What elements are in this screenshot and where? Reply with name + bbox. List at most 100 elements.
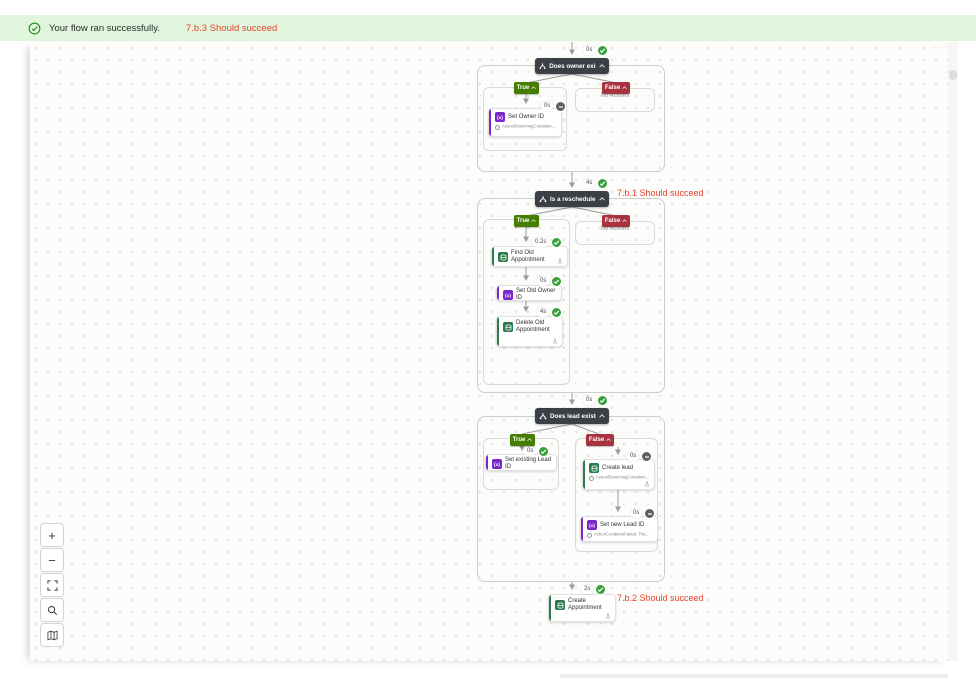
dataverse-icon <box>555 600 565 610</box>
false-chip[interactable]: False <box>586 434 614 446</box>
action-title: Create lead <box>602 464 634 471</box>
action-card-create-appointment[interactable]: Create Appointment <box>548 594 616 622</box>
chevron-up-icon <box>622 86 627 90</box>
canvas-toolbar: + − <box>40 523 64 648</box>
duration-label: 0s <box>627 452 640 461</box>
fit-view-button[interactable] <box>40 573 64 597</box>
connector-accent <box>581 517 583 541</box>
duration-label: 0s <box>630 509 643 518</box>
chevron-up-icon <box>622 219 627 223</box>
chevron-up-icon <box>606 438 611 442</box>
flow-canvas[interactable]: 0s Does owner exist No Actions True Fals… <box>30 42 948 661</box>
skipped-icon <box>641 451 653 462</box>
status-badge: 0s <box>583 395 609 406</box>
chevron-up-icon[interactable] <box>599 414 605 418</box>
status-badge: 4s <box>583 178 609 189</box>
duration-label: 0s <box>537 277 550 286</box>
horizontal-scrollbar-thumb[interactable] <box>560 674 948 678</box>
variables-icon: {x} <box>587 520 597 530</box>
status-badge: 0s <box>627 451 653 462</box>
succeeded-icon <box>538 446 550 457</box>
action-title: Set new Lead ID <box>600 521 645 528</box>
succeeded-icon <box>597 395 609 406</box>
dataverse-icon <box>589 463 599 473</box>
minimap-button[interactable] <box>40 623 64 647</box>
duration-label: 0s <box>541 102 554 111</box>
status-badge: 0s <box>537 276 563 287</box>
duration-label: 2s <box>581 585 594 594</box>
succeeded-icon <box>551 237 563 248</box>
action-card-create-lead[interactable]: Create lead ActionBranchingCondition... <box>582 459 655 490</box>
variables-icon: {x} <box>492 459 502 469</box>
flask-icon <box>553 338 557 344</box>
duration-label: 0.2s <box>532 238 550 247</box>
skipped-icon <box>644 508 656 519</box>
chevron-up-icon <box>531 219 537 223</box>
status-badge: 0.2s <box>532 237 563 248</box>
action-title: Delete Old Appointment <box>516 320 550 333</box>
condition-icon <box>539 63 546 69</box>
variables-icon: {x} <box>495 112 505 122</box>
flask-icon <box>558 258 562 264</box>
action-card-find-old-appointment[interactable]: Find Old Appointment <box>491 246 568 267</box>
condition-header-does-owner-exist[interactable]: Does owner exist <box>535 58 609 74</box>
true-chip[interactable]: True <box>514 215 539 227</box>
connector-accent <box>549 595 551 621</box>
condition-title: Does lead exist <box>550 412 596 420</box>
flask-icon <box>645 481 649 487</box>
success-banner: Your flow ran successfully. 7.b.3 Should… <box>0 15 976 41</box>
zoom-in-button[interactable]: + <box>40 523 64 547</box>
connector-accent <box>492 247 494 266</box>
condition-header-is-a-reschedule[interactable]: Is a reschedule <box>535 191 609 207</box>
action-card-delete-old-appointment[interactable]: Delete Old Appointment <box>496 316 563 347</box>
chevron-up-icon[interactable] <box>599 64 605 68</box>
action-card-set-existing-lead-id[interactable]: {x} Set existing Lead ID <box>485 454 557 471</box>
action-card-set-old-owner-id[interactable]: {x} Set Old Owner ID <box>496 285 562 301</box>
search-button[interactable] <box>40 598 64 622</box>
connector-accent <box>497 286 499 300</box>
chevron-up-icon <box>527 438 533 442</box>
condition-title: Is a reschedule <box>550 195 596 203</box>
info-icon <box>495 124 500 130</box>
action-card-set-owner-id[interactable]: {x} Set Owner ID ActionBranchingConditio… <box>488 108 562 137</box>
success-check-icon <box>28 22 41 34</box>
false-chip[interactable]: False <box>602 82 630 94</box>
duration-label: 0s <box>524 447 537 456</box>
duration-label: 0s <box>583 46 596 55</box>
succeeded-icon <box>595 584 607 595</box>
true-label: True <box>516 85 530 91</box>
flask-icon <box>606 613 610 619</box>
succeeded-icon <box>551 307 563 318</box>
false-chip[interactable]: False <box>602 215 630 227</box>
action-title: Find Old Appointment <box>511 250 545 263</box>
action-card-set-new-lead-id[interactable]: {x} Set new Lead ID ActionConditionFaile… <box>580 516 658 542</box>
action-title: Set existing Lead ID <box>505 457 552 470</box>
status-badge: 0s <box>524 446 550 457</box>
condition-icon <box>539 413 547 420</box>
chevron-up-icon[interactable] <box>599 197 605 201</box>
chevron-up-icon <box>531 86 537 90</box>
action-subtitle: ActionConditionFailed. The... <box>594 532 650 538</box>
zoom-out-button[interactable]: − <box>40 548 64 572</box>
succeeded-icon <box>597 178 609 189</box>
test-annotation: 7.b.2 Should succeed <box>617 593 704 603</box>
false-label: False <box>604 218 621 224</box>
true-chip[interactable]: True <box>514 82 539 94</box>
action-subtitle: ActionBranchingCondition... <box>502 124 556 130</box>
false-label: False <box>588 437 605 443</box>
connector-accent <box>583 460 585 489</box>
connector-accent <box>497 317 499 346</box>
map-icon <box>47 630 57 640</box>
condition-header-does-lead-exist[interactable]: Does lead exist <box>535 408 609 424</box>
condition-title: Does owner exist <box>549 62 596 70</box>
plus-icon: + <box>48 527 56 543</box>
action-title: Set Owner ID <box>508 113 545 120</box>
info-icon <box>589 475 594 481</box>
horizontal-scrollbar <box>30 672 948 678</box>
true-label: True <box>516 218 530 224</box>
true-chip[interactable]: True <box>510 434 535 446</box>
skipped-icon <box>555 101 567 112</box>
minus-icon: − <box>48 552 56 568</box>
no-actions-label: No Actions <box>600 93 630 99</box>
vertical-scrollbar-thumb[interactable] <box>949 70 957 80</box>
